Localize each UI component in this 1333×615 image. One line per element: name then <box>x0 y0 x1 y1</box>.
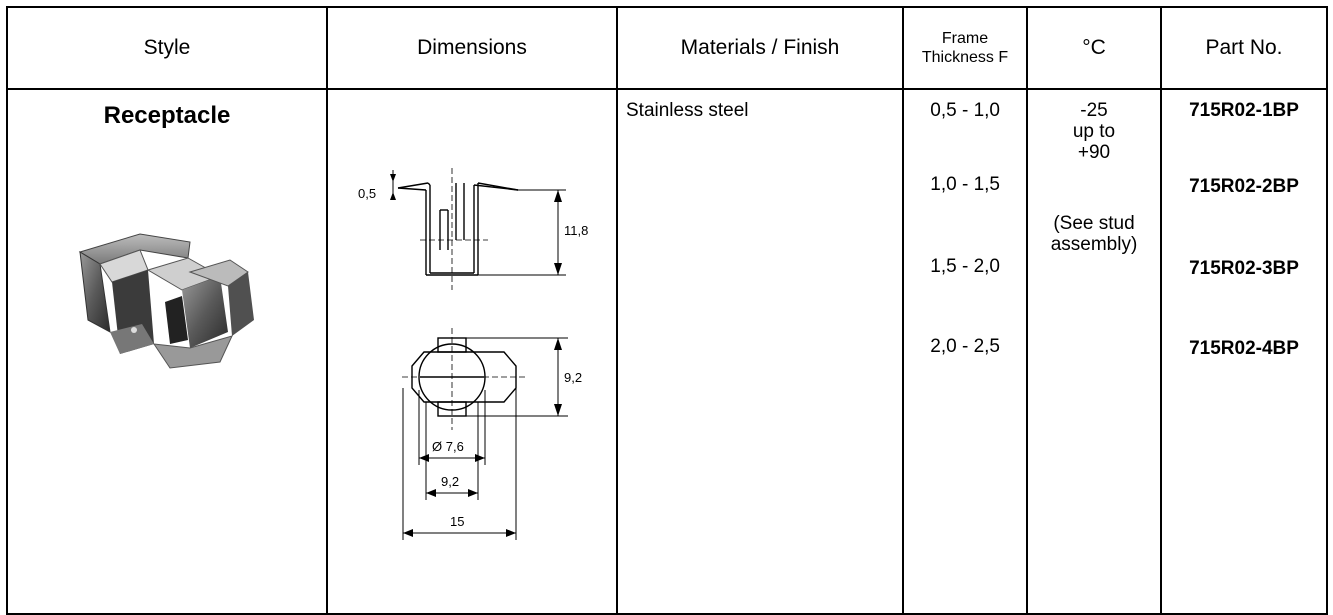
header-temperature: °C <box>1026 6 1162 90</box>
temp-line-4: (See stud <box>1053 213 1135 234</box>
header-frame-thickness: Frame Thickness F <box>902 6 1028 90</box>
header-row: Style Dimensions Materials / Finish Fram… <box>6 6 1328 90</box>
dim-outer-width: 15 <box>450 514 464 529</box>
table-row: Receptacle <box>6 88 1328 615</box>
style-name: Receptacle <box>103 102 231 129</box>
material-text: Stainless steel <box>626 100 749 121</box>
dim-side-height: 11,8 <box>564 223 588 238</box>
thickness-4: 2,0 - 2,5 <box>930 336 1000 357</box>
part-number-4: 715R02-4BP <box>1189 338 1299 359</box>
thickness-1: 0,5 - 1,0 <box>930 100 1000 121</box>
temp-line-5: assembly) <box>1050 234 1138 255</box>
spec-table: Style Dimensions Materials / Finish Fram… <box>6 6 1328 615</box>
header-materials: Materials / Finish <box>616 6 904 90</box>
temp-line-3: +90 <box>1077 142 1111 163</box>
receptacle-photo <box>70 212 326 377</box>
dimension-drawing: 0,5 11,8 <box>328 90 616 613</box>
temperature-text: -25 up to +90 (See stud assembly) <box>1028 90 1160 255</box>
header-style: Style <box>6 6 328 90</box>
part-number-cell: 715R02-1BP 715R02-2BP 715R02-3BP 715R02-… <box>1160 88 1328 615</box>
part-number-3: 715R02-3BP <box>1189 258 1299 279</box>
dim-side-top: 0,5 <box>358 186 376 201</box>
dimensions-cell: 0,5 11,8 <box>326 88 618 615</box>
materials-cell: Stainless steel <box>616 88 904 615</box>
thickness-2: 1,0 - 1,5 <box>930 174 1000 195</box>
thickness-list: 0,5 - 1,0 1,0 - 1,5 1,5 - 2,0 2,0 - 2,5 <box>904 90 1026 608</box>
part-number-2: 715R02-2BP <box>1189 176 1299 197</box>
header-dimensions: Dimensions <box>326 6 618 90</box>
thickness-cell: 0,5 - 1,0 1,0 - 1,5 1,5 - 2,0 2,0 - 2,5 <box>902 88 1028 615</box>
part-number-list: 715R02-1BP 715R02-2BP 715R02-3BP 715R02-… <box>1162 90 1326 608</box>
header-frame-line2: Thickness F <box>921 49 1009 66</box>
header-part-number: Part No. <box>1160 6 1328 90</box>
dim-diameter: Ø 7,6 <box>432 439 464 454</box>
header-frame-line1: Frame <box>941 30 989 47</box>
style-cell: Receptacle <box>6 88 328 615</box>
dim-inner-width: 9,2 <box>441 474 459 489</box>
temp-line-1: -25 <box>1080 100 1108 121</box>
part-number-1: 715R02-1BP <box>1189 100 1299 121</box>
thickness-3: 1,5 - 2,0 <box>930 256 1000 277</box>
dim-top-height: 9,2 <box>564 370 582 385</box>
temperature-cell: -25 up to +90 (See stud assembly) <box>1026 88 1162 615</box>
temp-line-2: up to <box>1072 121 1116 142</box>
